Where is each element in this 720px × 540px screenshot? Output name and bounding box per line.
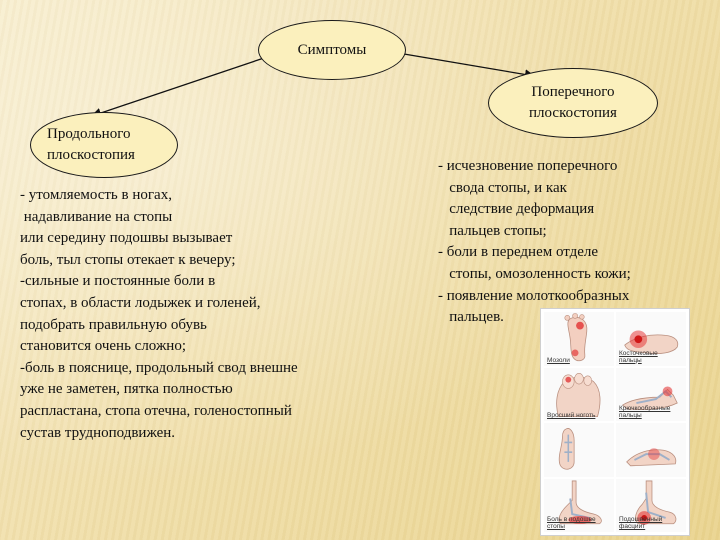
node-transverse-label: Поперечного плоскостопия (529, 84, 617, 121)
panel-hammer-toes: Крючкообразные пальцы (616, 367, 686, 421)
ingrown-nail-icon (556, 372, 601, 417)
panel-foot-bones (544, 423, 614, 477)
caption-ingrown-nail: Вросший ноготь (547, 412, 596, 420)
caption-plantar-fasciitis: Подошвенный фасциит (619, 516, 663, 531)
bunion-icon (624, 330, 679, 354)
node-longitudinal-flatfoot: Продольного плоскостопия (30, 112, 178, 178)
foot-sole-calluses-icon (564, 313, 588, 362)
panel-foot-side (616, 423, 686, 477)
transverse-symptoms-text: - исчезновение поперечного свода стопы, … (438, 158, 631, 326)
caption-bunion: Косточковые пальцы (619, 349, 658, 364)
panel-plantar-fasciitis: Подошвенный фасциит (616, 478, 686, 532)
sole-pain-icon (558, 480, 602, 524)
arrow-to-longitudinal (90, 57, 265, 119)
caption-hammer-toes: Крючкообразные пальцы (619, 405, 671, 420)
caption-sole-pain: Боль в подошве стопы (547, 516, 596, 531)
node-symptoms: Симптомы (258, 20, 406, 80)
arrow-to-transverse (403, 53, 536, 80)
caption-calluses: Мозоли (547, 356, 570, 364)
hammer-toes-icon (622, 385, 678, 410)
node-transverse-flatfoot: Поперечного плоскостопия (488, 68, 658, 138)
foot-side-icon (626, 448, 677, 467)
panel-sole-pain: Боль в подошве стопы (544, 478, 614, 532)
node-longitudinal-label: Продольного плоскостопия (47, 126, 135, 163)
panel-calluses: Мозоли (544, 312, 614, 366)
node-symptoms-label: Симптомы (297, 41, 367, 58)
longitudinal-symptoms-text: - утомляемость в ногах, надавливание на … (20, 187, 298, 441)
panel-ingrown-nail: Вросший ноготь (544, 367, 614, 421)
foot-conditions-figure: Мозоли Косточковые пальцы Вросший ноготь (540, 308, 690, 536)
foot-bones-icon (558, 428, 575, 470)
plantar-fasciitis-icon (635, 480, 677, 525)
panel-bunion: Косточковые пальцы (616, 312, 686, 366)
